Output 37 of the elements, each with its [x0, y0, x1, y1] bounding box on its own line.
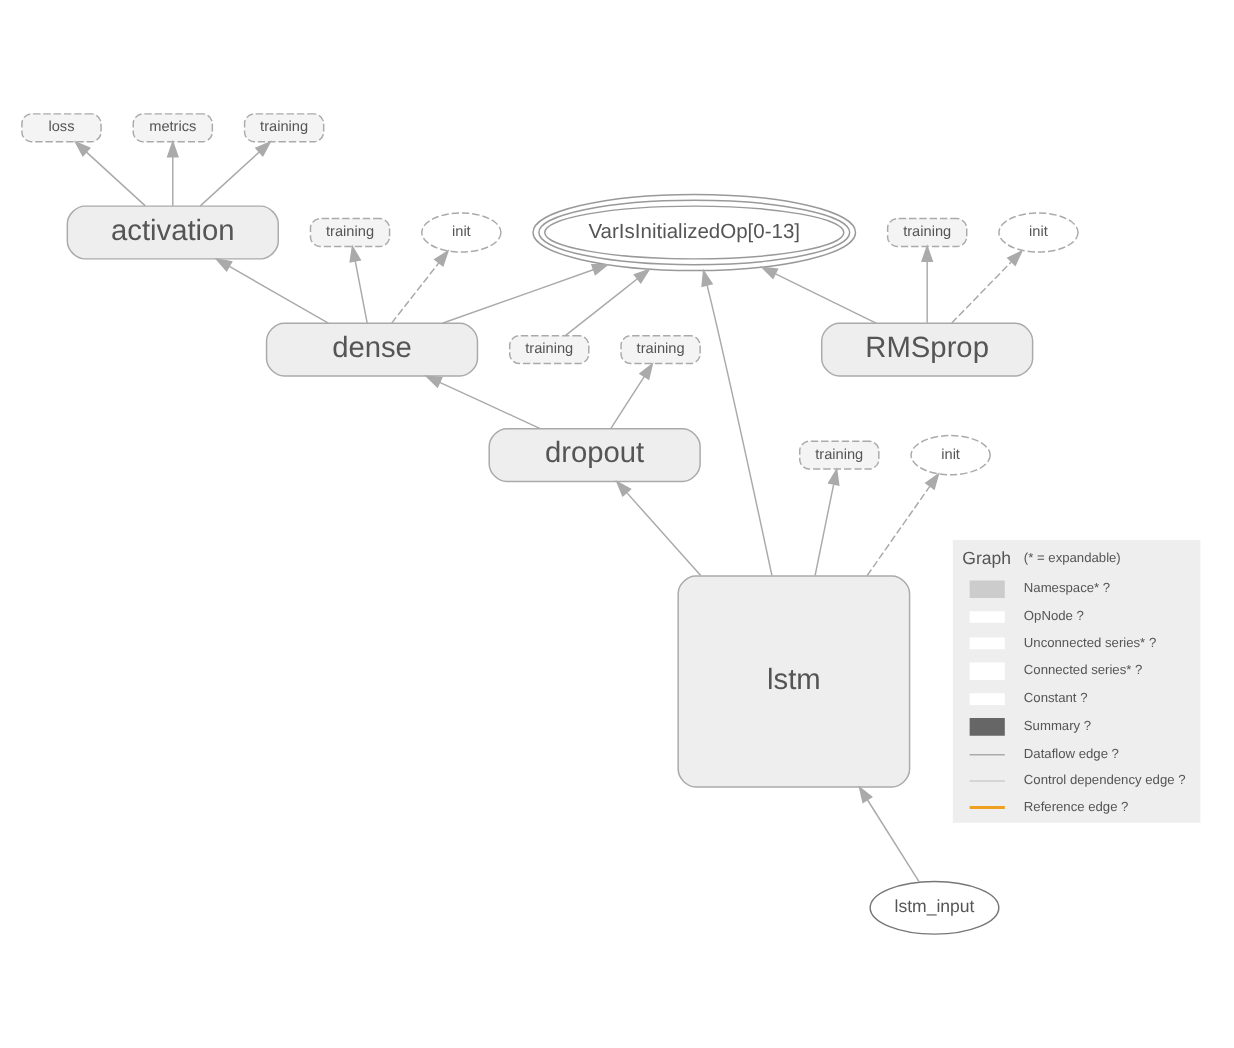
arrow: [214, 257, 330, 324]
node-box: training: [886, 217, 968, 248]
node-ellipse: init: [421, 212, 502, 253]
arrow: [424, 375, 541, 430]
node-box: training: [799, 440, 880, 470]
node-box: metrics: [132, 113, 214, 143]
node-box: training: [620, 335, 701, 365]
arrow: [391, 249, 450, 324]
node-box: RMSprop: [820, 322, 1034, 377]
arrow: [73, 140, 146, 207]
arrow: [760, 266, 877, 324]
arrow: [166, 139, 179, 207]
node-box: dropout: [488, 428, 701, 483]
arrow: [564, 268, 651, 337]
arrow: [858, 785, 920, 883]
arrow: [866, 472, 940, 577]
node-ellipse: lstm_input: [869, 880, 1000, 935]
node-ellipse: init: [910, 434, 991, 476]
node-ellipse: init: [998, 212, 1079, 253]
arrow: [349, 244, 368, 324]
node-box: activation: [66, 205, 279, 260]
label: Graph: [962, 547, 1012, 568]
node-box: loss: [21, 113, 102, 143]
arrow: [701, 268, 773, 577]
arrow: [921, 244, 934, 324]
arrow: [610, 362, 654, 430]
node-box: training: [508, 335, 590, 365]
node-box: training: [243, 113, 325, 143]
arrow: [615, 479, 702, 577]
node-box: training: [309, 217, 391, 248]
arrow: [199, 140, 272, 207]
arrow: [814, 467, 840, 577]
node-ellipse: VarIsInitializedOp[0-13]: [532, 193, 857, 272]
node-box: lstm: [677, 575, 911, 788]
arrow: [441, 264, 610, 325]
arrow: [951, 249, 1024, 324]
node-box: dense: [265, 322, 479, 377]
